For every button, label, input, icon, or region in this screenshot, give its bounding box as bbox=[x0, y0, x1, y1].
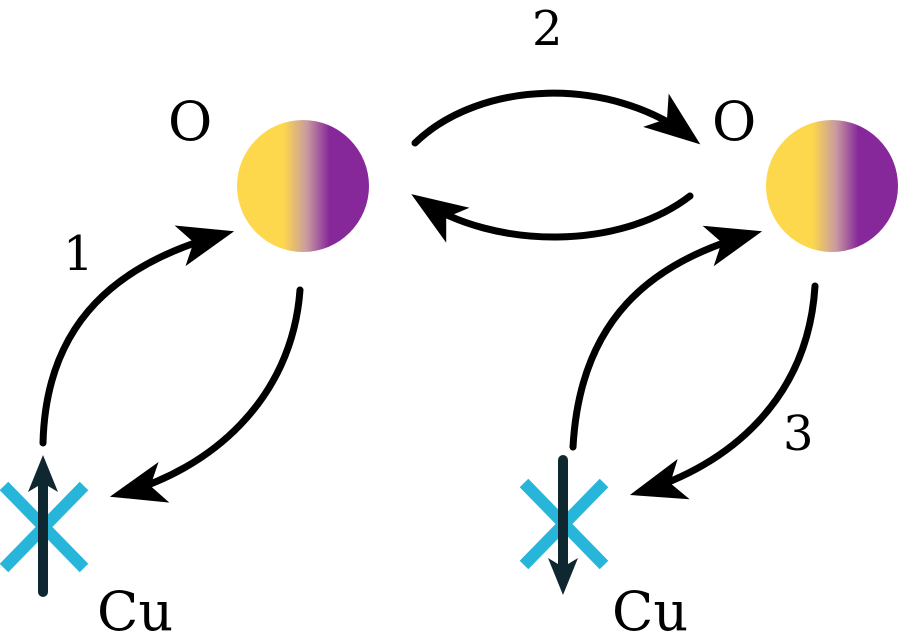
copper-site-right bbox=[519, 455, 609, 595]
copper-site-left bbox=[0, 455, 89, 597]
oxygen-atom-right bbox=[766, 120, 898, 252]
step-label-3: 3 bbox=[783, 406, 814, 462]
oxygen-label-right: O bbox=[712, 90, 756, 153]
arrow-o-left-to-o-right bbox=[411, 89, 701, 147]
arrow-cu-right-to-o-right bbox=[569, 225, 763, 451]
oxygen-atom-left bbox=[237, 120, 369, 252]
arrow-cu-left-to-o-left bbox=[39, 225, 235, 447]
step-label-1: 1 bbox=[63, 226, 94, 282]
spin-up-arrow bbox=[28, 455, 58, 597]
arrow-o-right-to-cu-right bbox=[629, 282, 819, 500]
step-label-2: 2 bbox=[532, 1, 563, 57]
spin-down-arrow bbox=[548, 455, 578, 595]
arrow-o-left-to-cu-left bbox=[109, 286, 304, 503]
oxygen-label-left: O bbox=[168, 90, 212, 153]
hopping-arrows bbox=[39, 89, 819, 503]
arrow-o-right-to-o-left bbox=[411, 192, 694, 243]
copper-label-right: Cu bbox=[612, 580, 688, 636]
copper-label-left: Cu bbox=[97, 580, 173, 636]
